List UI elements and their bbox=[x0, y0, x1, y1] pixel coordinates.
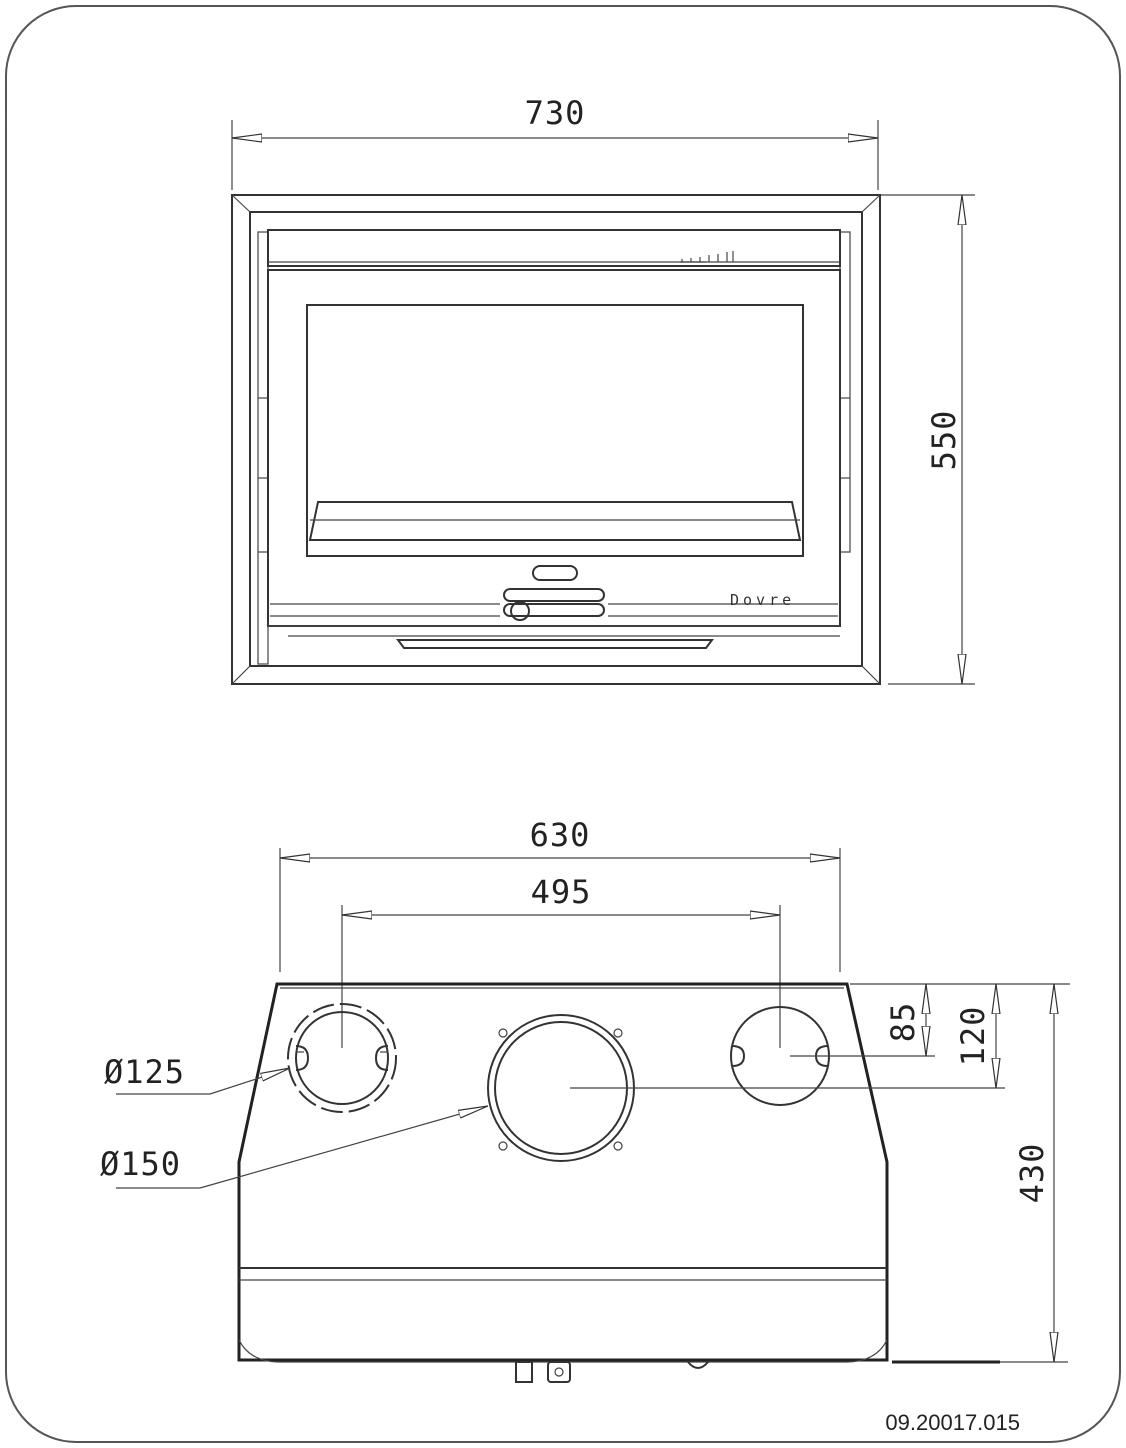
depth-dimension-label: 430 bbox=[1013, 1143, 1051, 1204]
small-diameter-label: Ø125 bbox=[104, 1053, 185, 1091]
door-glass bbox=[306, 304, 804, 557]
stove-outer-frame bbox=[231, 194, 881, 685]
air-slider-ticks bbox=[680, 251, 734, 263]
air-control-knob bbox=[510, 601, 530, 621]
stove-door bbox=[267, 269, 841, 627]
offset-85-dimension-label: 85 bbox=[884, 1002, 922, 1043]
brand-logo-text: Dovre bbox=[730, 591, 795, 609]
large-diameter-label: Ø150 bbox=[100, 1145, 181, 1183]
page-frame bbox=[5, 5, 1121, 1443]
height-dimension-label: 550 bbox=[925, 410, 963, 471]
pipe-spacing-dimension-label: 495 bbox=[531, 873, 592, 911]
stove-body-top-outline bbox=[237, 982, 889, 1362]
drawing-code: 09.20017.015 bbox=[885, 1410, 1020, 1435]
offset-120-dimension-label: 120 bbox=[954, 1006, 992, 1067]
left-air-inlet bbox=[287, 1003, 397, 1113]
front-view: 730 550 bbox=[231, 94, 975, 685]
top-view: 630 495 bbox=[100, 816, 1070, 1383]
door-handle bbox=[532, 565, 578, 581]
outer-width-dimension-label: 630 bbox=[530, 816, 591, 854]
width-dimension-label: 730 bbox=[525, 94, 586, 132]
